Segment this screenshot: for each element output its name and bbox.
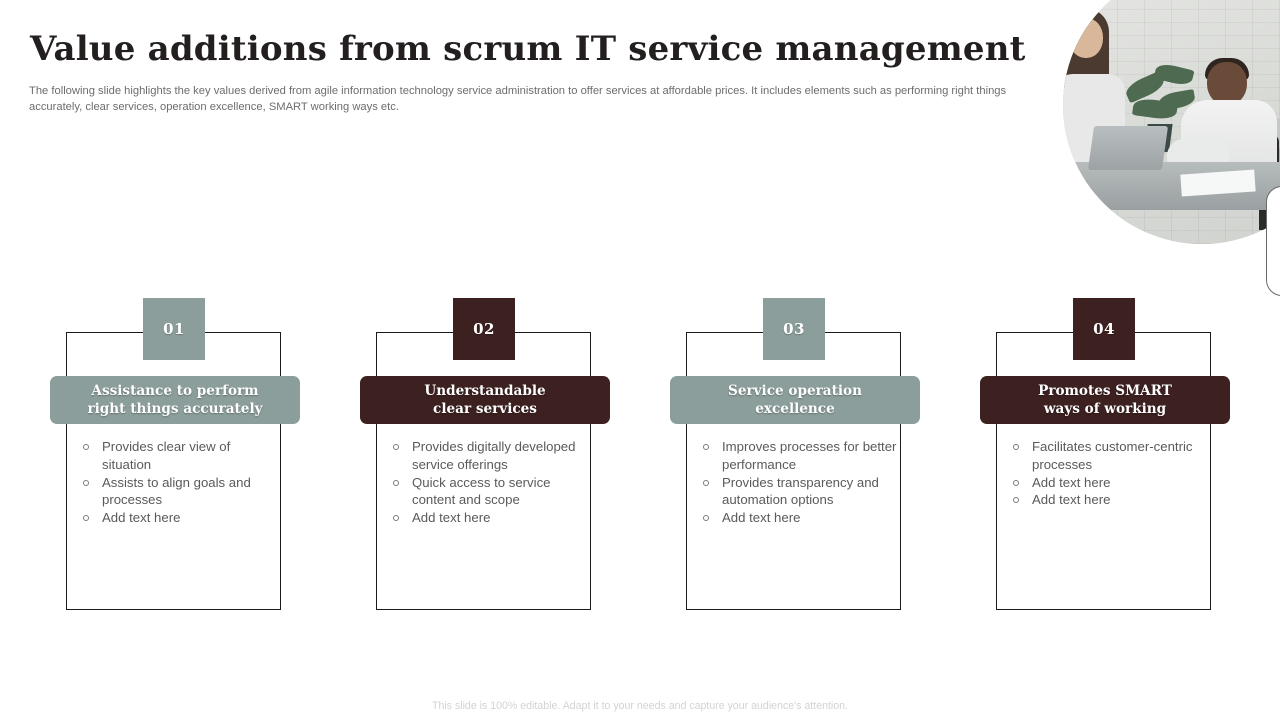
card-title-line1-4: Promotes SMART	[1038, 383, 1172, 399]
card-number-badge-1: 01	[143, 298, 205, 360]
list-item: Add text here	[390, 509, 590, 527]
card-title-line1-3: Service operation	[728, 383, 862, 399]
list-item: Provides transparency and automation opt…	[700, 474, 900, 510]
photo-woman-head	[1069, 18, 1103, 58]
list-item: Improves processes for better performanc…	[700, 438, 900, 474]
card-title-line2-3: excellence	[755, 401, 835, 417]
card-title-banner-4: Promotes SMART ways of working	[980, 376, 1230, 424]
card-title-line1-2: Understandable	[424, 383, 546, 399]
list-item: Add text here	[700, 509, 900, 527]
hero-photo	[1063, 0, 1280, 244]
card-bullet-list-1: Provides clear view of situation Assists…	[80, 438, 280, 527]
list-item: Add text here	[1010, 491, 1210, 509]
card-title-banner-1: Assistance to perform right things accur…	[50, 376, 300, 424]
card-title-banner-2: Understandable clear services	[360, 376, 610, 424]
card-title-banner-3: Service operation excellence	[670, 376, 920, 424]
photo-man-head	[1207, 62, 1247, 106]
value-card-3: 03 Service operation excellence Improves…	[670, 298, 920, 614]
decorative-rounded-rect	[1266, 186, 1280, 296]
value-card-2: 02 Understandable clear services Provide…	[360, 298, 610, 614]
photo-laptop	[1087, 126, 1169, 170]
card-title-line1-1: Assistance to perform	[91, 383, 259, 399]
list-item: Assists to align goals and processes	[80, 474, 280, 510]
card-number-badge-4: 04	[1073, 298, 1135, 360]
card-title-line2-1: right things accurately	[87, 401, 263, 417]
value-card-4: 04 Promotes SMART ways of working Facili…	[980, 298, 1230, 614]
card-title-line2-4: ways of working	[1043, 401, 1167, 417]
card-bullet-list-2: Provides digitally developed service off…	[390, 438, 590, 527]
card-number-badge-3: 03	[763, 298, 825, 360]
list-item: Add text here	[80, 509, 280, 527]
page-title: Value additions from scrum IT service ma…	[30, 29, 1026, 69]
card-title-line2-2: clear services	[433, 401, 537, 417]
page-subtitle: The following slide highlights the key v…	[29, 85, 1007, 113]
value-card-1: 01 Assistance to perform right things ac…	[50, 298, 300, 614]
list-item: Quick access to service content and scop…	[390, 474, 590, 510]
card-number-badge-2: 02	[453, 298, 515, 360]
list-item: Add text here	[1010, 474, 1210, 492]
footer-note: This slide is 100% editable. Adapt it to…	[431, 700, 849, 712]
list-item: Facilitates customer-centric processes	[1010, 438, 1210, 474]
list-item: Provides clear view of situation	[80, 438, 280, 474]
card-bullet-list-3: Improves processes for better performanc…	[700, 438, 900, 527]
card-bullet-list-4: Facilitates customer-centric processes A…	[1010, 438, 1210, 509]
list-item: Provides digitally developed service off…	[390, 438, 590, 474]
